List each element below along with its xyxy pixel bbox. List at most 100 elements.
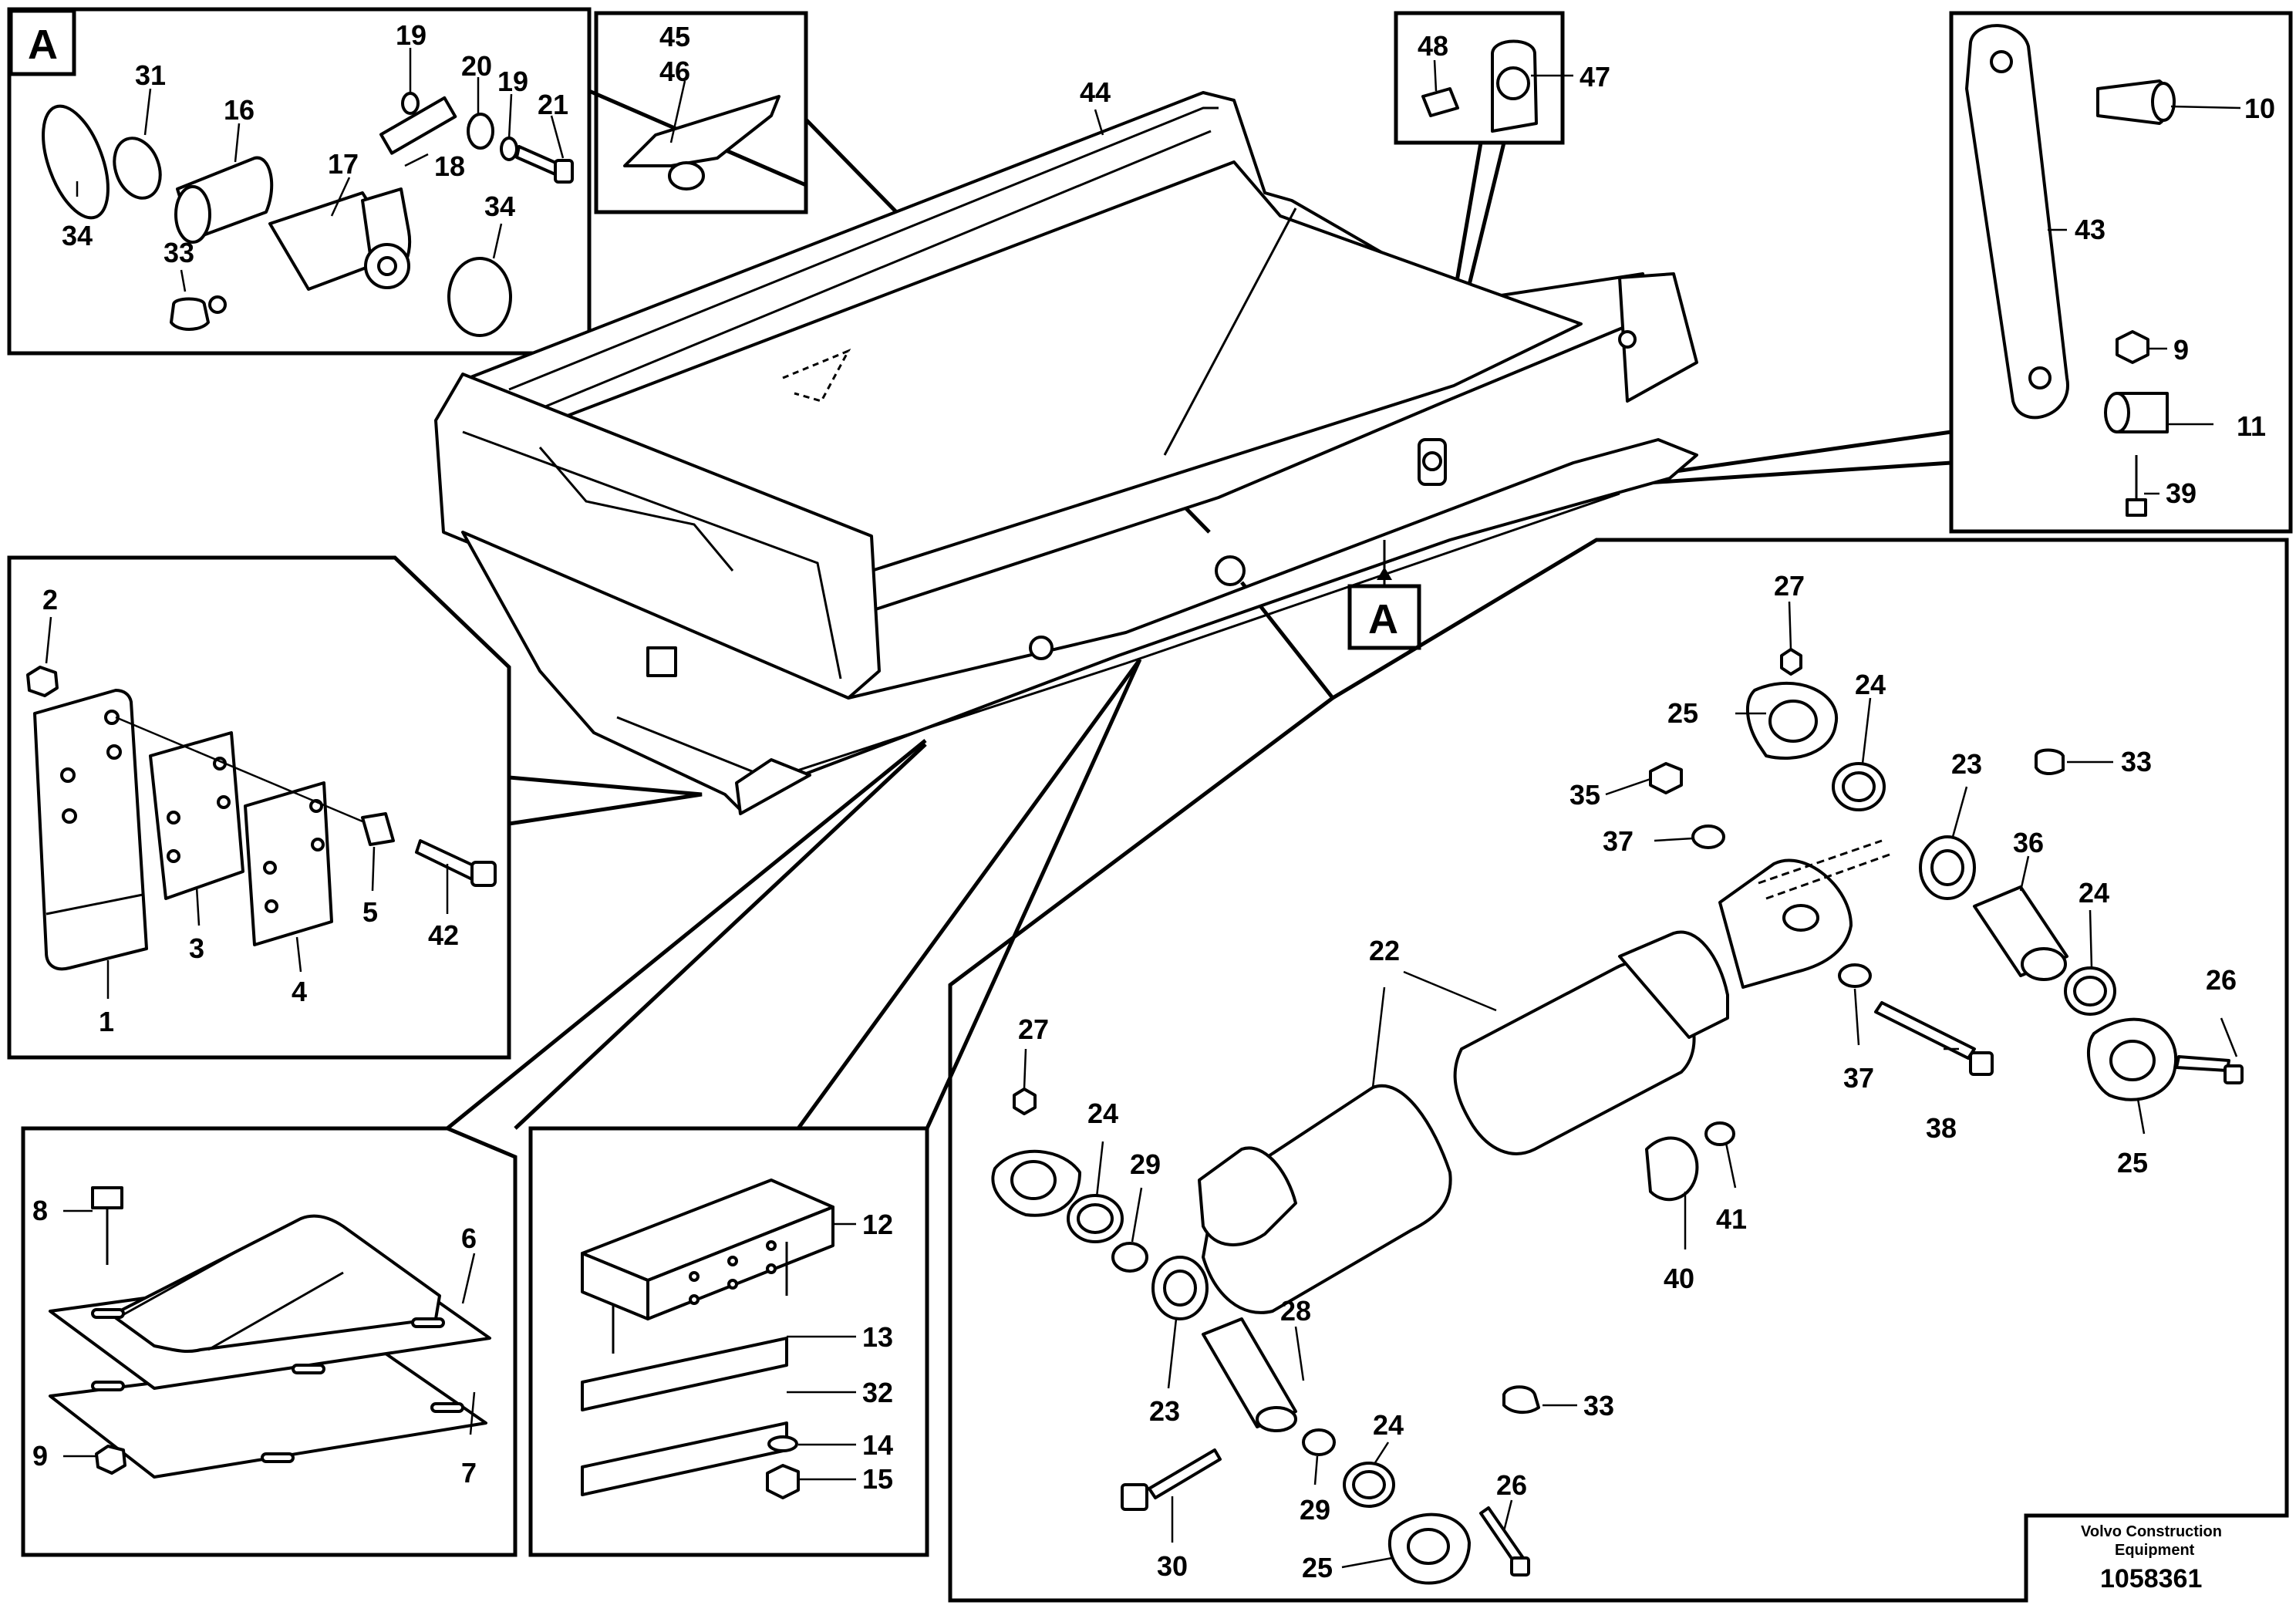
washer-31	[113, 137, 162, 200]
bolt-42-head	[470, 861, 497, 887]
lead-34b	[492, 223, 503, 259]
seal-24d	[1343, 1462, 1395, 1508]
headboard-rib	[538, 447, 734, 572]
lead-25c	[1341, 1556, 1393, 1569]
link-arm-bottom-hole	[2028, 366, 2052, 389]
label-33a: 33	[2121, 746, 2152, 777]
bracket-47-hole	[1496, 66, 1530, 100]
lead-18	[404, 153, 429, 167]
dump-body	[434, 91, 1698, 815]
label-43: 43	[2075, 214, 2106, 245]
lead-16	[234, 123, 241, 163]
seal-24c-inner	[1077, 1203, 1114, 1234]
pin-28	[1202, 1317, 1297, 1428]
nut-15	[766, 1464, 800, 1499]
lead-27a	[1788, 601, 1792, 650]
label-9-pad: 9	[32, 1440, 48, 1472]
shim-3-hole-c	[167, 811, 180, 824]
dust-cap-40	[1645, 1136, 1699, 1202]
block-parts	[581, 1179, 856, 1499]
detail-a-marker-frame	[8, 8, 76, 76]
lead-5	[371, 846, 376, 892]
bolt-39-head	[2126, 498, 2147, 517]
seal-24b	[2064, 966, 2116, 1016]
pad-block-ridge2	[207, 1271, 344, 1351]
label-22: 22	[1369, 935, 1400, 966]
cylinder-lower-head	[1198, 1146, 1297, 1246]
wear-plate-1	[33, 689, 148, 971]
rod-eye-hole	[1782, 904, 1819, 932]
body-floor-crease	[1163, 207, 1297, 456]
lead-17	[330, 177, 351, 217]
top-right-small-parts	[1421, 39, 1573, 133]
pad-block	[110, 1214, 441, 1354]
lead-26b	[1502, 1499, 1513, 1532]
grease-27a	[1780, 648, 1802, 676]
lead-45-46	[669, 80, 686, 143]
label-12: 12	[862, 1209, 893, 1240]
bolt-8-head	[91, 1186, 123, 1209]
bolt-26a	[2175, 1055, 2230, 1072]
label-37b: 37	[1843, 1062, 1874, 1094]
detail-a-marker: A	[28, 22, 58, 68]
pin-28-end	[1256, 1406, 1297, 1432]
label-19b: 19	[497, 66, 528, 97]
block-hole-d	[689, 1294, 700, 1305]
lead-23a	[1951, 786, 1968, 838]
cylinder-centerline	[1758, 839, 1883, 885]
washer-14	[767, 1435, 798, 1452]
bolt-38	[1874, 1001, 1976, 1060]
snap-ring-right	[447, 257, 512, 337]
block-frame	[528, 1126, 929, 1557]
block-hole-c	[766, 1240, 777, 1251]
bushing-16-end	[174, 185, 211, 244]
pointer-wear	[508, 775, 703, 826]
sleeve-20	[467, 113, 494, 150]
body-side-lug	[646, 646, 677, 677]
bolt-21	[515, 145, 561, 176]
label-13: 13	[862, 1321, 893, 1353]
shim-32	[581, 1421, 788, 1496]
cylinder-parts	[991, 648, 2244, 1585]
tail-hole	[1618, 330, 1637, 349]
label-24d: 24	[1373, 1409, 1404, 1441]
label-39: 39	[2166, 477, 2197, 509]
clamp-41	[1704, 1121, 1735, 1146]
lead-29a	[1131, 1187, 1143, 1243]
right-link-frame	[1949, 11, 2293, 534]
seal-24c	[1067, 1194, 1124, 1243]
lead-27b	[1023, 1048, 1027, 1090]
lead-24a	[1861, 697, 1872, 764]
bolt-26a-head	[2224, 1064, 2244, 1084]
grease-nipple-33-tip	[208, 295, 227, 314]
grease-33b	[1502, 1385, 1540, 1415]
lead-7	[469, 1391, 476, 1435]
body-side-lug2	[1029, 636, 1054, 660]
lead-29b	[1313, 1455, 1319, 1485]
shim-4-hole-d	[265, 899, 278, 913]
pointer-pad	[446, 739, 927, 1130]
label-41: 41	[1716, 1203, 1747, 1235]
bearing-cap-25d-hole	[1407, 1528, 1450, 1565]
bearing-cap-25a-hole	[1768, 700, 1818, 743]
nut-9	[2116, 330, 2149, 364]
pin-36-end	[2021, 947, 2067, 981]
label-1: 1	[99, 1006, 114, 1037]
plate-48	[1421, 87, 1459, 117]
lead-24c	[1095, 1141, 1104, 1198]
label-40: 40	[1664, 1263, 1694, 1294]
lead-44	[1094, 109, 1104, 136]
label-47: 47	[1580, 61, 1610, 93]
lead-26a	[2220, 1017, 2238, 1057]
lead-33	[180, 269, 187, 292]
label-23b: 23	[1149, 1395, 1180, 1427]
top-middle-parts	[623, 80, 781, 191]
body-rim-inner	[539, 130, 1212, 410]
body-tail	[1618, 272, 1698, 403]
label-31: 31	[135, 59, 166, 91]
bolt-30	[1148, 1448, 1222, 1499]
bolt-30-head	[1121, 1483, 1148, 1511]
label-37a: 37	[1603, 825, 1633, 857]
pointer-block-b	[925, 658, 1142, 1130]
